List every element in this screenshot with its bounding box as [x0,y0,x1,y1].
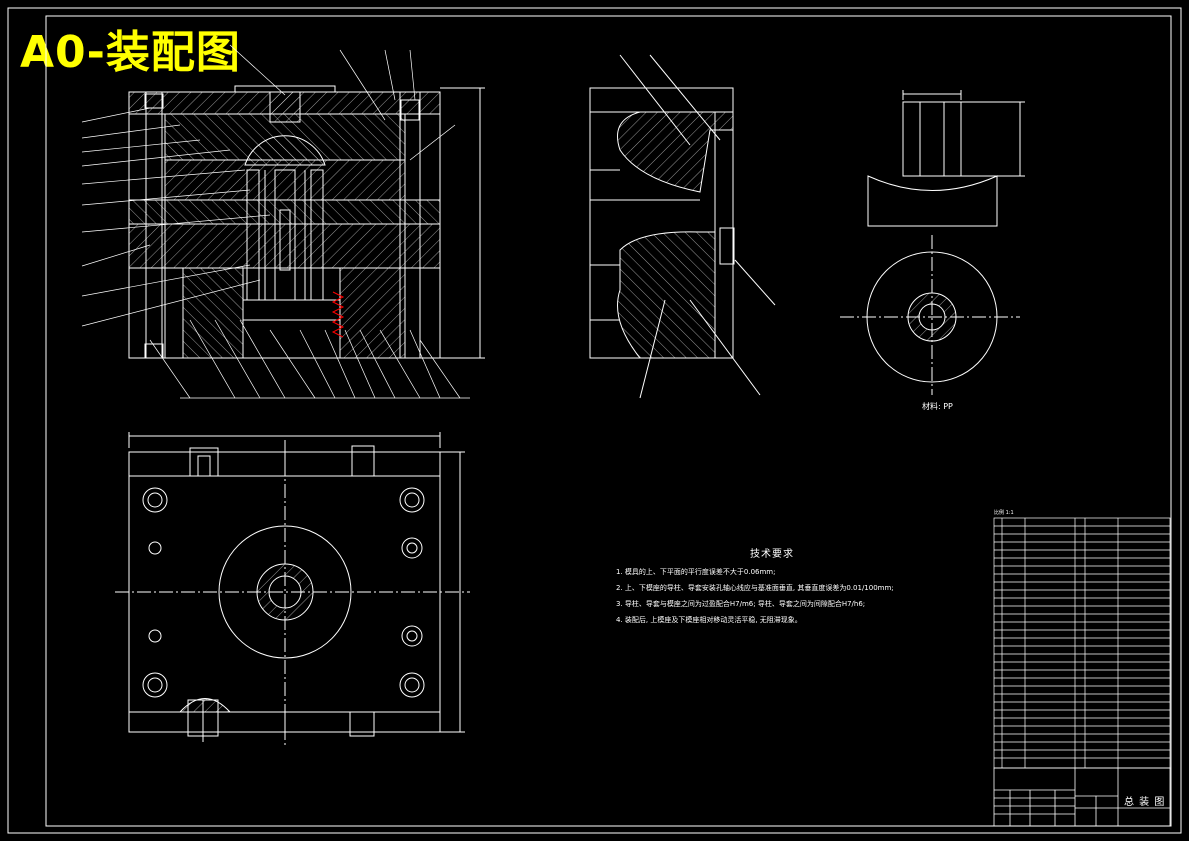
technical-requirement-item: 3. 导柱、导套与模座之间为过盈配合H7/m6; 导柱、导套之间为间隙配合H7/… [616,600,866,608]
side-section-view [589,54,776,399]
sheet-outer-border [7,7,1182,834]
material-label: 材料: PP [922,402,953,411]
technical-requirement-item: 2. 上、下模座的导柱、导套安装孔轴心线应与基准面垂直, 其垂直度误差为0.01… [616,584,894,592]
part-detail-view [840,90,1025,395]
title-block [993,767,1171,827]
leader-lines-bottom [149,319,470,399]
technical-requirements: 技术要求 1. 模具的上、下平面的平行度误差不大于0.06mm; 2. 上、下模… [612,545,932,631]
drawing-title: A0-装配图 [20,27,241,78]
spring-accent [331,291,345,338]
title-block-name: 总 装 图 [1124,797,1166,808]
technical-requirements-heading: 技术要求 [750,549,794,560]
sheet-inner-border [45,15,1172,827]
leader-lines-left [81,44,456,327]
scale-note: 比例 1:1 [994,510,1014,516]
technical-requirement-item: 4. 装配后, 上模座及下模座相对移动灵活平稳, 无阻滞现象。 [616,616,802,624]
main-section-view [128,85,485,359]
plan-view [115,432,470,745]
parts-list-table [993,517,1171,769]
technical-requirement-item: 1. 模具的上、下平面的平行度误差不大于0.06mm; [616,568,776,576]
